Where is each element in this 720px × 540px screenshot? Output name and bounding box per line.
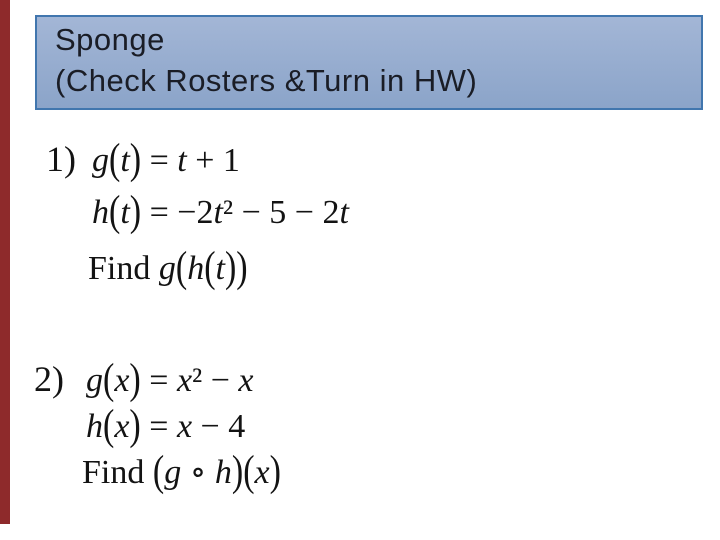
slide-title-box: Sponge (Check Rosters &Turn in HW) bbox=[35, 15, 703, 110]
problem-1-equation-h: h(t) = −2t² − 5 − 2t bbox=[92, 188, 349, 236]
slide-title-line-1: Sponge bbox=[55, 22, 165, 57]
problem-2-number: 2) bbox=[34, 359, 64, 399]
problem-2-equation-h: h(x) = x − 4 bbox=[86, 402, 246, 450]
problem-1-equation-g: g(t) = t + 1 bbox=[92, 136, 240, 184]
slide-title-line-2: (Check Rosters &Turn in HW) bbox=[55, 63, 478, 98]
problem-2-find-line: Find (g ∘ h)(x) bbox=[82, 448, 281, 496]
problem-1-number: 1) bbox=[46, 139, 76, 179]
problem-2-equation-g: g(x) = x² − x bbox=[86, 356, 254, 404]
problem-1-find-line: Find g(h(t)) bbox=[88, 244, 248, 292]
left-accent-bar bbox=[0, 0, 10, 524]
